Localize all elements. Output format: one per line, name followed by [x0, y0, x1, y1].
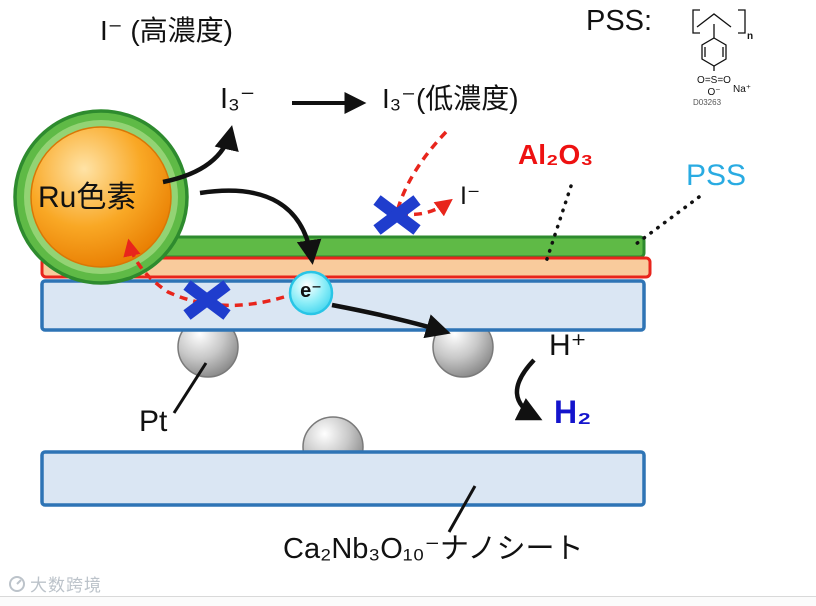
hydrogen-label: H₂	[554, 394, 592, 430]
electron-label: e⁻	[300, 280, 322, 302]
pss-pointer-dots	[634, 195, 701, 246]
al2o3-pointer-dots	[544, 184, 573, 264]
nanosheet-pointer-line	[447, 485, 477, 533]
bracket-left	[692, 9, 700, 34]
dye-regeneration-arrow	[162, 125, 239, 185]
triiodide-low-label: I₃⁻(低濃度)	[382, 83, 519, 114]
iodide-high-label: I⁻ (高濃度)	[100, 15, 233, 46]
bottom-divider	[0, 596, 816, 606]
watermark: 大数跨境	[8, 571, 102, 596]
pss-structure: O=S=O O⁻ Na⁺ n D03263	[692, 9, 753, 107]
repeat-n: n	[747, 31, 753, 42]
dye-core	[30, 126, 172, 268]
sulfonyl-group: O=S=O	[697, 75, 731, 86]
o-minus: O⁻	[707, 87, 720, 98]
ru-dye-label: Ru色素	[38, 181, 137, 214]
al2o3-label: Al₂O₃	[518, 139, 594, 170]
electron-to-pt-arrow	[331, 302, 451, 339]
proton-label: H⁺	[549, 329, 587, 362]
pt-pointer-line	[172, 362, 208, 414]
watermark-text: 大数跨境	[30, 576, 102, 595]
electron-injection-arrow	[199, 188, 322, 265]
electron-particle	[288, 270, 334, 316]
proton-reduction-arrow	[514, 358, 543, 421]
structure-id: D03263	[693, 98, 722, 107]
ring-double-bonds	[704, 47, 724, 57]
ru-dye-particle	[13, 109, 189, 285]
nanosheet-bottom	[40, 450, 646, 507]
bracket-right	[738, 9, 746, 34]
pss-side-label: PSS	[686, 159, 747, 192]
block-x-lower	[183, 280, 231, 320]
watermark-icon	[9, 575, 25, 592]
triiodide-label: I₃⁻	[220, 83, 256, 115]
blocked-triiodide-arrow	[394, 130, 453, 217]
nanosheet-label: Ca₂Nb₃O₁₀⁻ナノシート	[283, 533, 584, 565]
polymer-backbone	[696, 13, 732, 28]
pt-label: Pt	[139, 405, 168, 438]
pss-header-label: PSS:	[586, 5, 653, 37]
blocked-recombination-arrow	[123, 238, 285, 308]
iodide-small-label: I⁻	[460, 182, 481, 210]
block-x-upper	[373, 195, 421, 235]
al2o3-layer	[40, 256, 652, 279]
na-plus: Na⁺	[733, 84, 751, 95]
